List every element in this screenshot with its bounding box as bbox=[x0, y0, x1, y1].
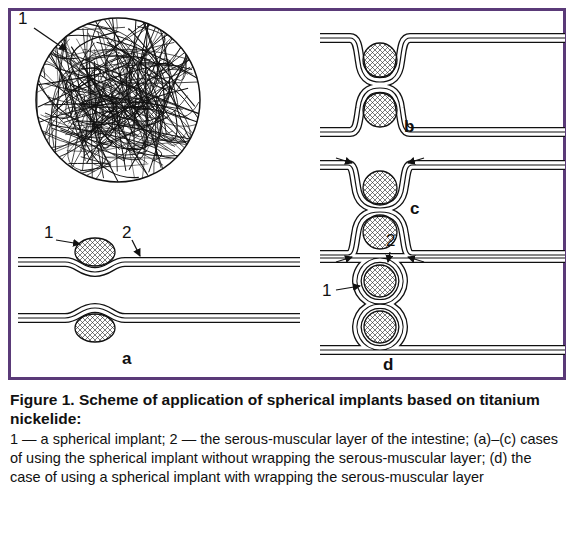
panel-letter: b bbox=[404, 118, 414, 136]
figure-title: Figure 1. Scheme of application of spher… bbox=[10, 390, 562, 428]
callout-number: 1 bbox=[18, 10, 27, 28]
callout-number: 1 bbox=[44, 224, 53, 242]
panel-letter: c bbox=[410, 200, 419, 218]
callout-number: 2 bbox=[386, 232, 395, 250]
callout-number: 1 bbox=[322, 282, 331, 300]
figure-caption: 1 — a spherical implant; 2 — the serous-… bbox=[10, 430, 562, 487]
callout-number: 2 bbox=[122, 224, 131, 242]
panel-letter: d bbox=[383, 356, 393, 374]
panel-letter: a bbox=[122, 350, 131, 368]
